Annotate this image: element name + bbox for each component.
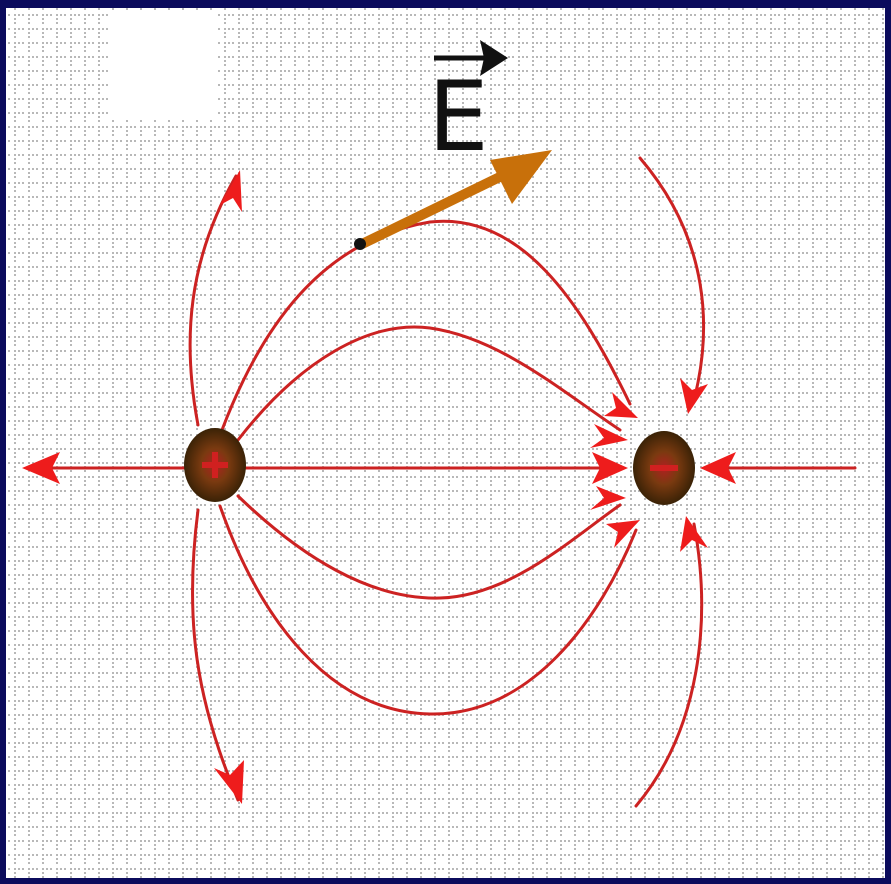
arrowhead-upper-left [220,170,242,212]
field-line-upper-outer-right [638,156,705,402]
vector-label-group: E [428,40,508,173]
blank-patch [108,10,216,118]
field-line-lower-outer-left [190,508,240,802]
field-vector [354,150,552,250]
field-line-upper-inner [236,325,622,442]
arrowhead-upper-middle-into-negative [604,392,638,418]
field-lines [38,156,857,808]
arrowhead-lower-middle-into-negative [606,520,640,548]
arrowhead-lower-inner-into-negative [590,486,626,510]
arrowhead-lower-left [214,760,244,804]
minus-icon [650,465,678,471]
positive-charge [184,428,246,502]
arrowhead-upper-inner-into-negative [590,424,628,448]
field-point [354,238,366,250]
arrowhead-lower-right-into-negative [680,516,708,552]
field-vector-arrow-icon [357,167,515,249]
field-line-lower-inner [236,494,622,600]
vector-label: E [428,61,489,173]
arrowhead-axis-into-negative [592,452,628,484]
arrowhead-right-axis-into-negative [700,452,736,484]
field-line-lower-outer-right [634,522,704,808]
field-arrowheads [22,170,736,804]
arrowhead-left-axis [22,452,60,484]
field-line-upper-middle [220,219,632,432]
field-line-lower-middle [218,504,638,716]
field-vector-arrowhead [490,150,552,204]
arrowhead-upper-right-into-negative [680,378,708,414]
negative-charge [633,431,695,505]
field-line-upper-outer-left [188,174,238,427]
grid-background [6,8,885,878]
